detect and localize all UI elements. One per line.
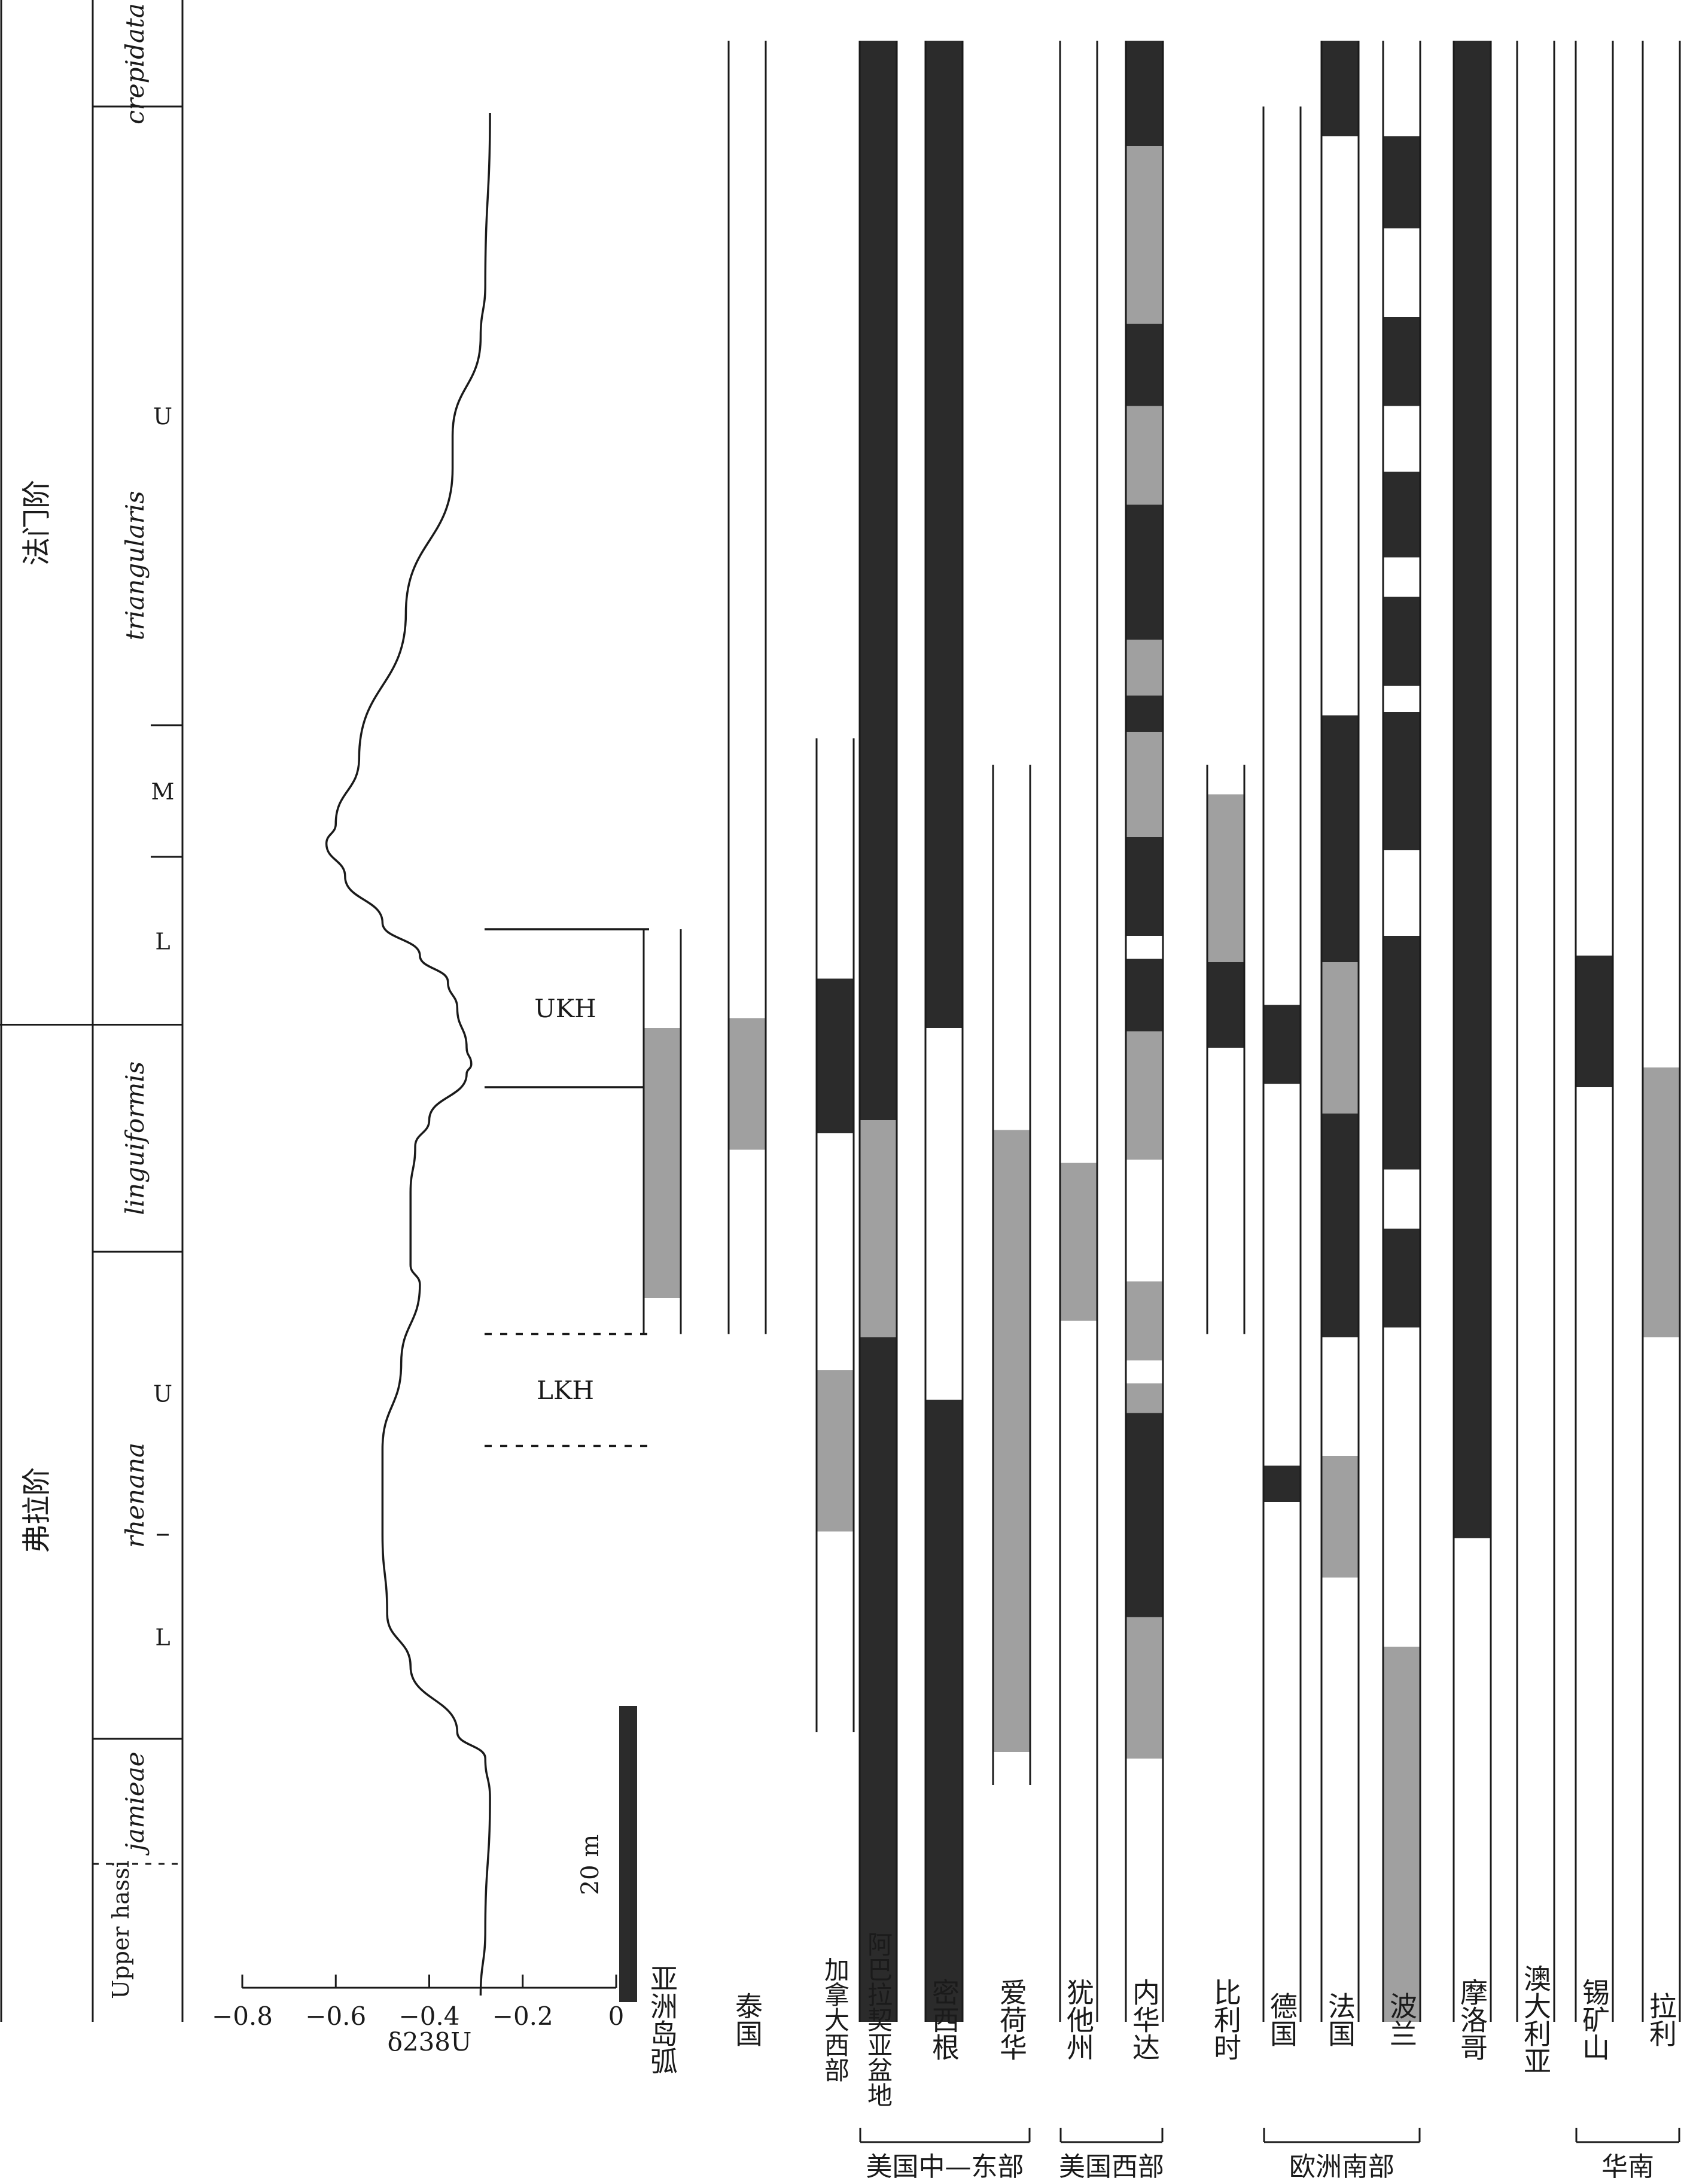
- column-segment-black: [1383, 1228, 1420, 1328]
- zone-label: Upper hassi: [108, 1860, 134, 1999]
- column-segment-black: [1263, 1005, 1301, 1084]
- column-segment-black: [1321, 715, 1359, 962]
- x-axis-label: δ238U: [388, 2027, 472, 2057]
- column-segment-gray: [1126, 1617, 1163, 1759]
- column-segment-black: [1321, 41, 1359, 136]
- x-tick-label: −0.4: [399, 2002, 460, 2031]
- column-segment-black: [817, 978, 854, 1133]
- column-label: 摩洛哥: [1456, 1978, 1488, 2061]
- region-groups: 美国中—东部 美国西部 欧洲南部 华南: [859, 2128, 1680, 2182]
- column-segment-gray: [1321, 962, 1359, 1114]
- column-segment-gray: [1126, 406, 1163, 505]
- x-tick-label: −0.2: [492, 2002, 553, 2031]
- column-label: 加拿大西部: [821, 1957, 850, 2082]
- column-segment-gray: [1207, 794, 1244, 962]
- x-tick-label: −0.8: [212, 2002, 273, 2031]
- column-segment-black: [1126, 41, 1163, 146]
- zone-label: triangularis: [120, 491, 150, 640]
- subzone-label: U: [153, 403, 172, 430]
- column-segment-gray: [1126, 732, 1163, 837]
- stage-label: 弗拉阶: [20, 1467, 54, 1553]
- column-segment-black: [1321, 1114, 1359, 1337]
- column-segment-gray: [1321, 1456, 1359, 1578]
- x-tick-label: −0.6: [305, 2002, 366, 2031]
- zone-label: crepidata: [120, 3, 150, 124]
- column-label: 比利时: [1210, 1978, 1242, 2061]
- x-tick-label: 0: [608, 2002, 625, 2031]
- column-label: 犹他州: [1062, 1978, 1095, 2061]
- column-segment-gray: [1643, 1067, 1680, 1337]
- column-segment-black: [1576, 956, 1613, 1087]
- zone-label: linguiformis: [120, 1061, 150, 1215]
- column-label: 内华达: [1128, 1978, 1161, 2061]
- column-segment-black: [1383, 936, 1420, 1170]
- column-label: 德国: [1266, 1992, 1298, 2047]
- column-segment-black: [1126, 695, 1163, 732]
- event-markers: UKH LKH: [485, 928, 649, 1447]
- column-segment-black: [1126, 1413, 1163, 1617]
- column-segment-black: [925, 41, 963, 1028]
- column-label: 波兰: [1386, 1992, 1418, 2047]
- frame-lines: [0, 0, 184, 2022]
- column-label: 锡矿山: [1578, 1978, 1610, 2061]
- column-segment-black: [925, 1400, 963, 2022]
- column-label: 法国: [1324, 1992, 1356, 2047]
- column-segment-black: [1454, 41, 1491, 1538]
- column-label: 爱荷华: [995, 1978, 1028, 2061]
- column-label: 阿巴拉契亚盆地: [864, 1931, 893, 2107]
- stage-label: 法门阶: [20, 480, 54, 566]
- group-label: 欧洲南部: [1289, 2152, 1394, 2182]
- subzone-label: L: [155, 1625, 170, 1651]
- column-segment-black: [1383, 136, 1420, 229]
- zone-label: rhenana: [120, 1443, 150, 1548]
- section-columns: 亚洲岛弧 泰国 加拿大西部阿巴拉契亚盆地 密西根 爱荷华 犹他州内华达 比利时德国法国波兰摩…: [642, 41, 1681, 2107]
- column-segment-black: [1207, 962, 1244, 1048]
- column-segment-black: [1383, 317, 1420, 406]
- column-segment-black: [1263, 1465, 1301, 1502]
- column-segment-gray: [817, 1370, 854, 1532]
- column-segment-gray: [1383, 1647, 1420, 2022]
- column-segment-gray: [729, 1018, 766, 1150]
- column-segment-gray: [860, 1120, 897, 1337]
- column-segment-gray: [1126, 640, 1163, 696]
- column-segment-gray: [1126, 1031, 1163, 1160]
- column-segment-black: [860, 1337, 897, 2022]
- column-segment-gray: [1126, 1383, 1163, 1413]
- column-label: 澳大利亚: [1520, 1964, 1552, 2075]
- column-segment-gray: [644, 1028, 681, 1298]
- zone-label: jamieae: [120, 1751, 150, 1856]
- column-segment-gray: [1126, 1281, 1163, 1361]
- d238u-curve-line: [325, 112, 491, 1996]
- subzone-label: M: [151, 778, 175, 805]
- column-segment-black: [1383, 472, 1420, 558]
- column-segment-black: [1383, 712, 1420, 850]
- column-label: 拉利: [1645, 1992, 1677, 2047]
- subzone-label: L: [155, 928, 170, 954]
- column-segment-gray: [1060, 1163, 1097, 1321]
- column-segment-black: [1126, 504, 1163, 640]
- column-segment-black: [1126, 324, 1163, 406]
- zone-column: crepidata triangularis linguiformis rhenana…: [93, 3, 182, 1999]
- group-label: 华南: [1601, 2152, 1654, 2182]
- column-segment-black: [1383, 597, 1420, 686]
- group-label: 美国西部: [1059, 2152, 1164, 2182]
- column-segment-black: [1126, 959, 1163, 1032]
- column-segment-gray: [1126, 146, 1163, 324]
- column-label: 密西根: [928, 1978, 960, 2061]
- group-label: 美国中—东部: [866, 2152, 1024, 2182]
- column-segment-black: [860, 41, 897, 1120]
- column-segment-gray: [993, 1130, 1030, 1752]
- scale-bar: 20 m: [577, 1706, 637, 2002]
- subzone-label: U: [153, 1381, 172, 1407]
- column-label: 泰国: [731, 1992, 763, 2047]
- event-label: LKH: [537, 1376, 594, 1405]
- scale-bar-label: 20 m: [577, 1835, 604, 1896]
- d238u-curve-panel: −0.8 −0.6 −0.4 −0.2 0 δ238U: [212, 112, 625, 2057]
- column-label: 亚洲岛弧: [646, 1964, 678, 2075]
- scale-bar-rect: [619, 1706, 637, 2002]
- event-label: UKH: [534, 994, 596, 1023]
- column-segment-black: [1126, 837, 1163, 936]
